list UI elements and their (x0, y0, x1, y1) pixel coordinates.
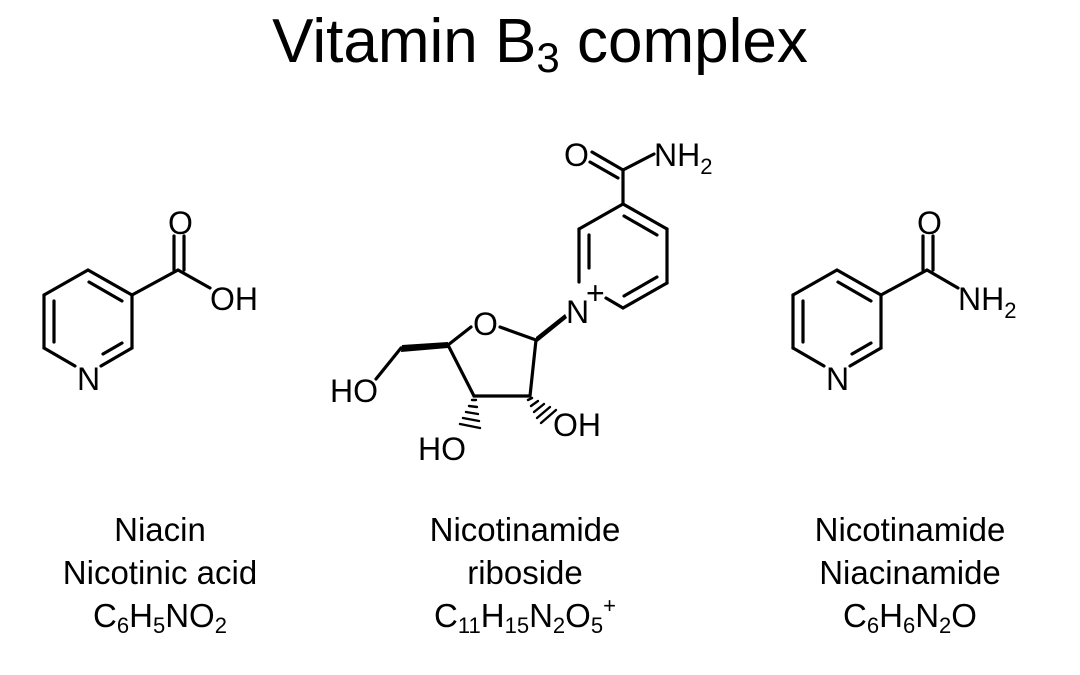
riboside-pyridinium-ring (577, 202, 669, 310)
formula-part: N (915, 597, 940, 634)
formula-part: 2 (939, 613, 952, 638)
niacin-caption: Niacin Nicotinic acid C6H5NO2 (10, 508, 310, 637)
formula-part: 11 (457, 613, 481, 638)
formula-part: + (603, 593, 616, 618)
diagram-title: Vitamin B3 complex (0, 7, 1080, 78)
formula-part: 2 (552, 613, 566, 638)
formula-part: O (951, 597, 977, 634)
nicotinamide-riboside-caption: Nicotinamide riboside C11H15N2O5+ (375, 508, 675, 637)
riboside-hash-bond-oh-left (458, 398, 482, 430)
title-rest: complex (559, 7, 808, 76)
riboside-name-line2: riboside (467, 554, 583, 591)
formula-part: C (434, 597, 458, 634)
nicotinamide-alt-name: Niacinamide (819, 554, 1001, 591)
formula-part: N (529, 597, 553, 634)
niacin-atom-oh: OH (210, 281, 258, 317)
nicotinamide-formula: C6H6N2O (755, 594, 1065, 637)
formula-part: H (129, 597, 153, 634)
riboside-atom-ho-ch2: HO (330, 373, 378, 409)
riboside-name-line1: Nicotinamide (429, 511, 621, 548)
riboside-wedge-bond-n (536, 314, 567, 343)
niacin-alt-name: Nicotinic acid (62, 554, 258, 591)
riboside-wedge-bond-ch2 (401, 342, 448, 352)
riboside-hash-bond-oh-right (526, 396, 558, 425)
niacin-atom-o: O (168, 205, 193, 241)
riboside-ribose-ring (446, 325, 538, 398)
riboside-formula: C11H15N2O5+ (375, 594, 675, 637)
formula-part: C (843, 597, 867, 634)
niacin-formula: C6H5NO2 (10, 594, 310, 637)
riboside-ch2oh-bond (374, 346, 403, 381)
formula-part: 5 (152, 613, 166, 638)
formula-part: 6 (902, 613, 916, 638)
formula-part: 6 (116, 613, 130, 638)
nicotinamide-name: Nicotinamide (814, 511, 1006, 548)
nicotinamide-caption: Nicotinamide Niacinamide C6H6N2O (755, 508, 1065, 637)
title-subscript: 3 (536, 34, 560, 81)
formula-part: 2 (214, 613, 227, 638)
formula-part: C (93, 597, 117, 634)
riboside-atom-ho-bottom: HO (418, 431, 466, 467)
formula-part: O (565, 597, 591, 634)
formula-part: 15 (504, 613, 530, 638)
formula-part: H (480, 597, 505, 634)
riboside-atom-ring-o: O (473, 306, 498, 342)
niacin-pyridine-ring (42, 268, 134, 368)
riboside-atom-amide-o: O (564, 137, 589, 173)
riboside-atom-oh-right: OH (553, 407, 601, 443)
nicotinamide-atom-nh2: NH2 (958, 281, 1016, 323)
formula-part: 5 (590, 613, 604, 638)
niacin-carboxyl-group (130, 234, 212, 297)
riboside-atom-plus: + (586, 275, 605, 311)
nicotinamide-atom-o: O (917, 205, 942, 241)
riboside-atom-n: N (566, 294, 589, 330)
formula-part: H (879, 597, 903, 634)
formula-part: NO (165, 597, 215, 634)
riboside-atom-nh2: NH2 (654, 137, 712, 179)
title-text: Vitamin B (272, 7, 537, 76)
nicotinamide-amide-group (879, 234, 960, 297)
riboside-amide-group (588, 150, 656, 206)
niacin-atom-n: N (77, 361, 100, 397)
formula-part: 6 (866, 613, 880, 638)
nicotinamide-atom-n: N (826, 361, 849, 397)
nicotinamide-pyridine-ring (791, 268, 883, 368)
niacin-name: Niacin (114, 511, 206, 548)
